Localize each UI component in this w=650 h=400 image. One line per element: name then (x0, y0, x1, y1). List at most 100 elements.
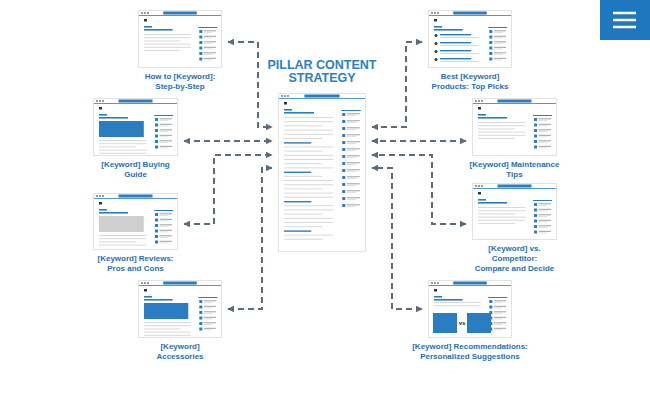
thumb-stroke (155, 224, 158, 227)
menu-bar (613, 12, 636, 15)
thumb-stroke (155, 230, 158, 233)
thumb-stroke (478, 210, 525, 211)
thumb-stroke (489, 300, 492, 303)
thumb-stroke (144, 325, 191, 326)
thumb-stroke (494, 306, 506, 307)
thumb-stroke (342, 120, 345, 123)
thumb-stroke (434, 296, 442, 298)
thumb-stroke (534, 118, 537, 121)
thumb-stroke (440, 34, 471, 35)
thumb-stroke (478, 107, 481, 110)
thumb-stroke (434, 12, 436, 14)
thumb-stroke (489, 47, 492, 50)
thumb-stroke (284, 138, 322, 139)
thumb-stroke (93, 193, 178, 250)
thumb-stroke (284, 102, 287, 105)
thumb-stroke (539, 140, 552, 141)
thumb-stroke (204, 54, 213, 56)
thumb-stroke (204, 313, 213, 315)
thumb-stroke (284, 163, 322, 164)
thumb-stroke (144, 322, 191, 323)
thumb-stroke (284, 218, 333, 219)
thumb-stroke (144, 282, 146, 284)
thumb-stroke (141, 282, 143, 284)
thumb-stroke (435, 34, 438, 37)
thumb-stroke (154, 210, 173, 211)
thumb-stroke (160, 136, 169, 138)
thumb-stroke (347, 206, 356, 208)
thumb-stroke (144, 328, 180, 329)
thumb-stroke (489, 306, 492, 309)
thumb-stroke (144, 12, 146, 14)
thumb-stroke (494, 43, 503, 45)
thumb-stroke (284, 125, 322, 126)
thumb-stroke (428, 15, 512, 17)
dashed-connector (228, 42, 272, 127)
thumb-stroke (494, 317, 506, 318)
thumb-stroke (204, 41, 216, 42)
thumb-stroke (99, 238, 146, 239)
thumb-stroke (347, 183, 360, 184)
thumb-stroke (160, 237, 169, 239)
thumb-stroke (284, 151, 322, 152)
thumb-stroke (144, 50, 180, 51)
thumb-stroke (472, 98, 557, 156)
thumb-stroke (533, 200, 552, 201)
thumb-stroke (155, 235, 158, 238)
thumb-stroke (160, 231, 169, 233)
thumb-stroke (99, 117, 128, 119)
thumb-stroke (144, 332, 191, 333)
cluster-page: [Keyword] Reviews: Pros and Cons (93, 193, 178, 250)
thumb-stroke (539, 227, 548, 229)
thumb-stroke (534, 140, 537, 143)
thumb-stroke (284, 112, 314, 114)
thumb-stroke (534, 203, 537, 206)
page-caption: How to [Keyword]: Step-by-Step (135, 72, 225, 92)
thumb-stroke (539, 232, 548, 234)
thumb-stroke (534, 209, 537, 212)
thumb-stroke (472, 183, 557, 240)
thumb-stroke (144, 26, 152, 28)
thumb-stroke (284, 130, 333, 131)
thumb-stroke (284, 235, 333, 236)
thumb-stroke (138, 280, 222, 338)
thumb-stroke (539, 135, 552, 136)
thumb-stroke (498, 100, 532, 103)
thumb-stroke (144, 296, 152, 298)
thumb-stroke (93, 103, 178, 105)
thumb-stroke (539, 124, 552, 125)
thumb-stroke (199, 322, 202, 325)
thumb-stroke (204, 306, 216, 307)
thumb-stroke (534, 124, 537, 127)
compare-label: vs (459, 320, 466, 327)
thumb-stroke (204, 302, 213, 304)
thumb-stroke (144, 303, 188, 319)
thumb-stroke (428, 10, 512, 68)
thumb-stroke (347, 171, 356, 173)
thumb-stroke (284, 167, 333, 168)
thumb-stroke (144, 289, 147, 292)
thumb-stroke (347, 204, 360, 205)
thumb-stroke (481, 100, 483, 102)
thumb-stroke (144, 44, 191, 45)
thumb-stroke (99, 140, 146, 141)
thumb-stroke (160, 242, 169, 244)
menu-bar (613, 26, 636, 29)
page-caption: [Keyword] Accessories (140, 342, 220, 362)
menu-bar (613, 19, 636, 22)
thumb-stroke (475, 185, 477, 187)
thumb-stroke (539, 142, 548, 144)
thumb-stroke (284, 184, 333, 185)
thumb-stroke (347, 141, 360, 142)
thumb-stroke (347, 129, 356, 131)
thumb-stroke (488, 27, 507, 28)
thumb-stroke (467, 313, 491, 333)
thumb-stroke (99, 241, 136, 242)
page-caption: [Keyword] vs. Competitor: Compare and De… (475, 244, 555, 274)
thumb-stroke (284, 159, 333, 160)
thumb-stroke (342, 183, 345, 186)
thumb-stroke (160, 226, 169, 228)
thumb-stroke (99, 235, 146, 236)
thumb-stroke (160, 215, 169, 217)
thumb-stroke (347, 113, 360, 114)
